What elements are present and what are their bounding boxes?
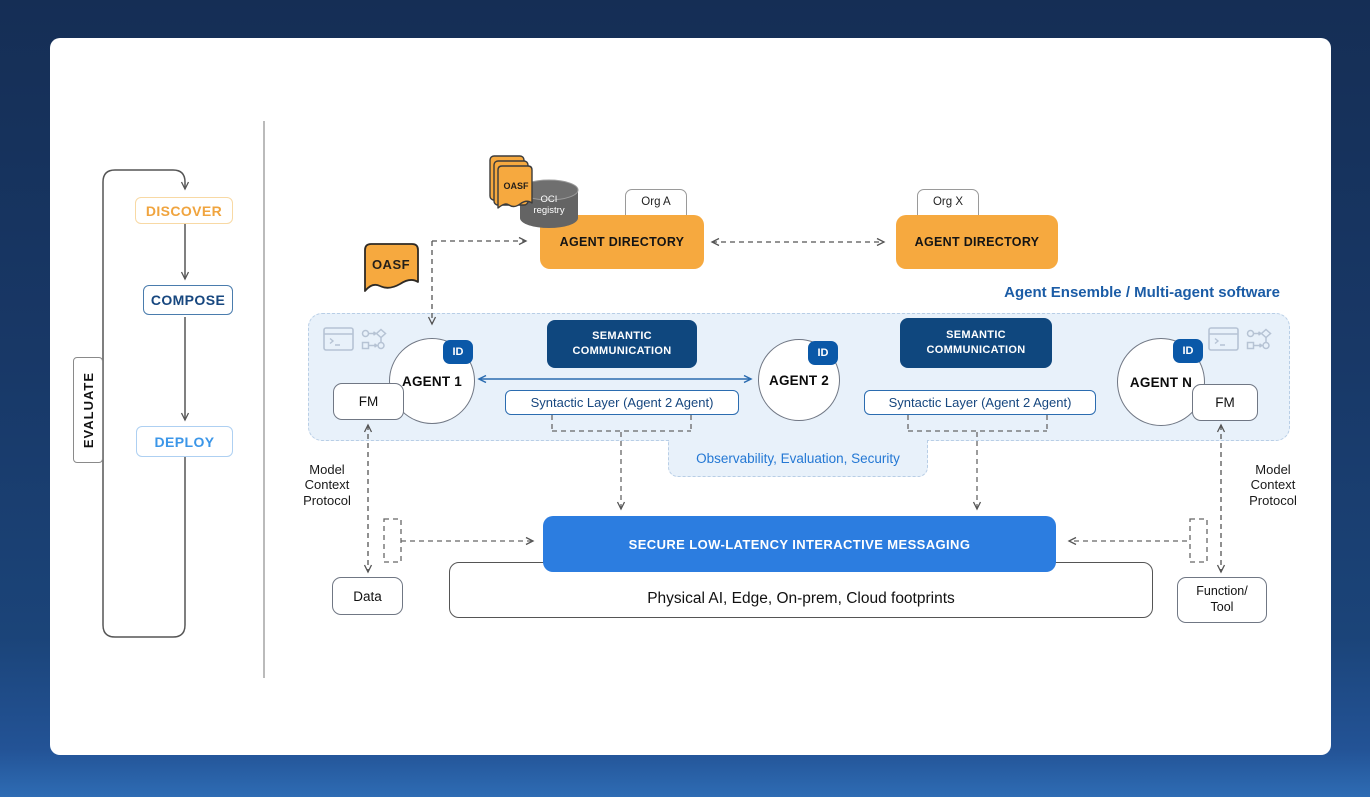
discover-box: DISCOVER: [135, 197, 233, 224]
fm-label: FM: [1215, 395, 1235, 410]
agent-directory-right: AGENT DIRECTORY: [896, 215, 1058, 269]
agent-n-fm-box: FM: [1192, 384, 1258, 421]
compose-label: COMPOSE: [150, 292, 226, 308]
oasf-document-icon: [364, 243, 419, 292]
agent-2-label: AGENT 2: [769, 372, 829, 388]
semantic-label-1: SEMANTIC COMMUNICATION: [572, 330, 672, 357]
data-label: Data: [353, 588, 382, 604]
oci-registry-cylinder-icon: [519, 179, 579, 228]
terminal-window-icon: [323, 327, 354, 356]
org-x-label: Org X: [932, 196, 964, 208]
agent-1-fm-box: FM: [333, 383, 404, 420]
id-badge-label: ID: [1182, 345, 1194, 357]
ensemble-title: Agent Ensemble / Multi-agent software: [1004, 284, 1280, 301]
semantic-communication-box-1: SEMANTIC COMMUNICATION: [547, 320, 697, 368]
messaging-bar: SECURE LOW-LATENCY INTERACTIVE MESSAGING: [543, 516, 1056, 572]
fm-label: FM: [358, 394, 379, 409]
agent-n-label: AGENT N: [1129, 374, 1193, 390]
agent-n-id-badge: ID: [1173, 339, 1203, 363]
deploy-label: DEPLOY: [154, 433, 215, 450]
syntactic-label-1: Syntactic Layer (Agent 2 Agent): [530, 395, 714, 410]
mcp-label-left: Model Context Protocol: [303, 462, 351, 508]
semantic-communication-box-2: SEMANTIC COMMUNICATION: [900, 318, 1052, 368]
agent-2-id-badge: ID: [808, 341, 838, 365]
terminal-window-icon: [1208, 327, 1239, 356]
agent-directory-right-label: AGENT DIRECTORY: [914, 235, 1040, 249]
observability-footer-tab: Observability, Evaluation, Security: [668, 440, 928, 477]
agent-1-label: AGENT 1: [402, 373, 462, 389]
syntactic-layer-box-2: Syntactic Layer (Agent 2 Agent): [864, 390, 1096, 415]
org-a-label: Org A: [641, 196, 671, 208]
function-tool-label-line2: Tool: [1210, 600, 1234, 614]
id-badge-label: ID: [452, 346, 464, 358]
messaging-label: SECURE LOW-LATENCY INTERACTIVE MESSAGING: [628, 536, 971, 552]
workflow-icon: [1246, 328, 1275, 358]
evaluate-box: EVALUATE: [73, 357, 103, 463]
deploy-box: DEPLOY: [136, 426, 233, 457]
oci-registry-and-oasf-stack: [489, 155, 579, 228]
syntactic-layer-box-1: Syntactic Layer (Agent 2 Agent): [505, 390, 739, 415]
discover-label: DISCOVER: [145, 202, 223, 219]
mcp-label-right: Model Context Protocol: [1249, 462, 1297, 508]
observability-label: Observability, Evaluation, Security: [696, 450, 900, 466]
footprints-label: Physical AI, Edge, On-prem, Cloud footpr…: [647, 590, 955, 607]
workflow-icon: [361, 328, 390, 358]
id-badge-label: ID: [817, 347, 829, 359]
function-tool-label-line1: Function/: [1196, 584, 1248, 599]
agent-directory-left-label: AGENT DIRECTORY: [559, 235, 685, 249]
syntactic-label-2: Syntactic Layer (Agent 2 Agent): [888, 395, 1072, 410]
agent-1-id-badge: ID: [443, 340, 473, 364]
function-tool-box: Function/ Tool: [1177, 577, 1267, 623]
oasf-stack-icon: [489, 155, 533, 209]
compose-box: COMPOSE: [143, 285, 233, 315]
evaluate-label: EVALUATE: [80, 371, 96, 449]
semantic-label-2: SEMANTIC COMMUNICATION: [926, 329, 1026, 356]
data-box: Data: [332, 577, 403, 615]
